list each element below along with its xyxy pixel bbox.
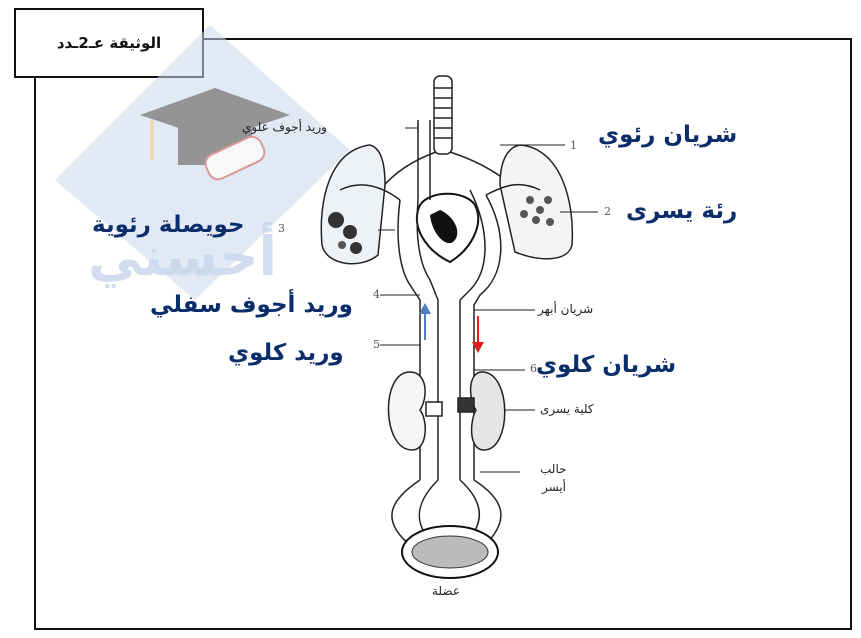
number-2: 2 xyxy=(604,205,611,218)
label-renal-vein: وريد كلوي xyxy=(228,340,344,366)
number-1: 1 xyxy=(570,139,577,152)
left-kidney xyxy=(471,372,505,450)
label-renal-artery: شريان كلوي xyxy=(536,352,676,378)
label-aorta: شريان أبهر xyxy=(538,302,593,316)
renal-vessels xyxy=(426,398,474,416)
label-ureter-1: حالب xyxy=(540,462,567,476)
number-5: 5 xyxy=(373,338,380,351)
number-3: 3 xyxy=(278,222,285,235)
label-pulmonary-alveolus: حويصلة رئوية xyxy=(92,212,245,238)
label-muscle: عضلة xyxy=(432,584,460,598)
label-inferior-vena-cava: وريد أجوف سفلي xyxy=(150,292,353,318)
heart xyxy=(417,194,478,262)
label-left-kidney: كلية يسرى xyxy=(540,402,594,416)
number-4: 4 xyxy=(373,288,380,301)
label-superior-vena-cava: وريد أجوف علوي xyxy=(242,120,327,134)
right-kidney xyxy=(388,372,425,450)
label-left-lung: رئة يسرى xyxy=(626,198,737,224)
blood-flow-up-arrow xyxy=(419,303,431,340)
label-pulmonary-artery: شريان رئوي xyxy=(598,122,737,148)
trachea xyxy=(380,76,515,190)
left-lung xyxy=(500,145,572,259)
label-ureter-2: أيسر xyxy=(542,480,566,494)
muscle xyxy=(402,526,498,578)
